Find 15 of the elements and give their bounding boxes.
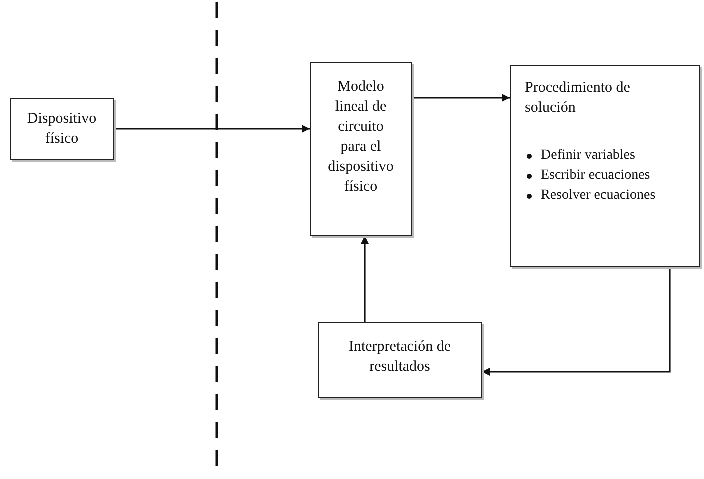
process-box (310, 62, 412, 236)
bullet-text: Resolver ecuaciones (541, 188, 656, 203)
arrow (114, 125, 310, 133)
bullet-text: Escribir ecuaciones (541, 168, 650, 183)
box-heading: Procedimiento de solución (525, 79, 632, 118)
box-heading: Modelo lineal de circuito para el dispositivo físico (327, 78, 395, 197)
arrow (482, 267, 671, 376)
arrow (361, 236, 369, 322)
process-box (318, 322, 482, 398)
box-heading: Interpretación de resultados (348, 338, 452, 377)
process-box (510, 65, 700, 267)
box-heading: Dispositivo físico (26, 110, 98, 149)
bullet-text: Definir variables (541, 148, 636, 163)
arrow (412, 94, 510, 102)
process-box (10, 98, 114, 160)
